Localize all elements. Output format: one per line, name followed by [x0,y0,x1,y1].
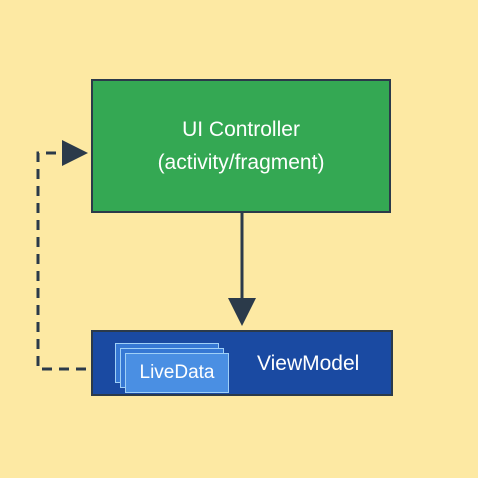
livedata-card: LiveData [125,353,229,393]
viewmodel-title: ViewModel [257,352,360,375]
livedata-feedback-line [36,151,120,371]
viewmodel-box: LiveData ViewModel [91,330,393,396]
livedata-feedback-arrow-head [62,140,88,166]
ui-controller-title: UI Controller [182,118,300,141]
ui-controller-subtitle: (activity/fragment) [157,151,325,174]
livedata-label: LiveData [139,362,215,383]
ui-controller-box: UI Controller (activity/fragment) [91,79,391,213]
observe-arrow-head [228,298,256,326]
